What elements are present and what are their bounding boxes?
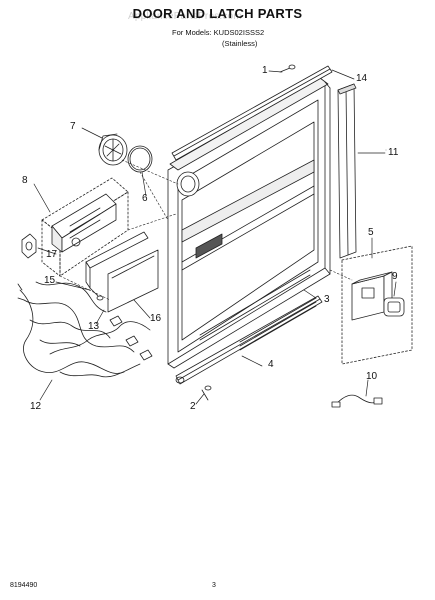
models-line: For Models: KUDS02ISSS2 — [172, 28, 265, 37]
callout-6: 6 — [142, 193, 148, 204]
callout-5: 5 — [368, 227, 374, 238]
watermark: AppliancePartsPros.com — [128, 11, 242, 22]
screw-2 — [201, 385, 212, 401]
bottom-trim-strip — [175, 295, 323, 385]
callout-14: 14 — [356, 73, 368, 84]
screw-15 — [89, 287, 104, 301]
callout-13: 13 — [88, 321, 100, 332]
wire-lead — [331, 394, 383, 408]
gasket-ring — [127, 145, 153, 173]
callout-3: 3 — [324, 294, 330, 305]
page-title: DOOR AND LATCH PARTS — [132, 6, 303, 21]
callout-16: 16 — [150, 313, 162, 324]
callout-17: 17 — [46, 249, 58, 260]
latch-strike-housing — [341, 245, 413, 365]
callout-7: 7 — [70, 121, 76, 132]
wire-harness — [17, 281, 153, 378]
callout-8: 8 — [22, 175, 28, 186]
control-panel-board — [85, 231, 159, 313]
callout-1: 1 — [262, 65, 268, 76]
screw-1 — [279, 64, 296, 73]
inner-door-panel — [167, 77, 331, 369]
callout-10: 10 — [366, 371, 378, 382]
leader-lines — [33, 69, 397, 405]
document-number: 8194490 — [10, 582, 38, 589]
finish-line: (Stainless) — [222, 39, 258, 48]
callout-2: 2 — [190, 401, 196, 412]
latch-cover — [383, 297, 405, 317]
page-number: 3 — [212, 582, 216, 589]
diagram-header: AppliancePartsPros.com DOOR AND LATCH PA… — [0, 6, 435, 22]
callout-9: 9 — [392, 271, 398, 282]
top-trim-strip — [171, 65, 333, 161]
connection-lines — [59, 159, 353, 301]
dispenser-cap — [98, 133, 128, 166]
callout-15: 15 — [44, 275, 56, 286]
side-trim-strip — [337, 83, 357, 259]
callout-12: 12 — [30, 401, 42, 412]
latch-assembly — [41, 177, 129, 277]
latch-knob — [21, 233, 37, 259]
callout-11: 11 — [388, 147, 399, 158]
callout-4: 4 — [268, 359, 274, 370]
